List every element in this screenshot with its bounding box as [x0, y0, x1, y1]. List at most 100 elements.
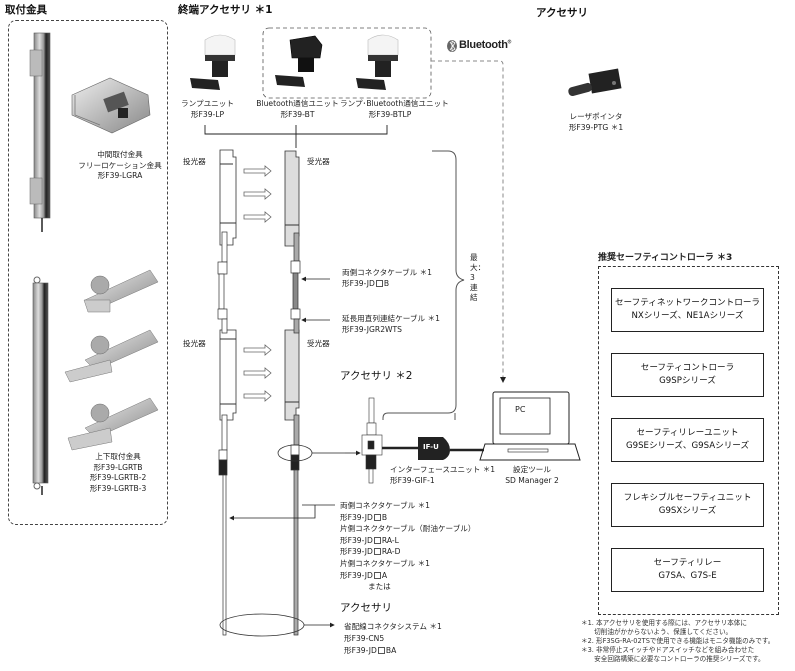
- mid-bracket-name: 中間取付金具: [97, 150, 143, 159]
- bluetooth-logo-text: Bluetooth®: [459, 39, 511, 51]
- receiver-label-lower: 受光器: [307, 339, 330, 348]
- bluetooth-link-line: [431, 60, 506, 383]
- top-bottom-bracket-illustrations: [64, 269, 159, 451]
- cable-line: 片側コネクタケーブル ＊1: [340, 558, 431, 568]
- controller-name: セーフティコントローラ: [640, 363, 735, 373]
- receiver-upper: [284, 150, 300, 247]
- interface-unit-illustration: [381, 437, 484, 460]
- both-side-cable-name: 両側コネクタケーブル ＊1: [342, 268, 433, 277]
- receiver-link-cable: [290, 232, 301, 334]
- laser-pointer-model: 形F39-PTG ＊1: [568, 122, 624, 132]
- model-prefix: 形F39-JD: [340, 512, 373, 522]
- cable-line: 形F39-JD B: [340, 512, 475, 524]
- top-bottom-bracket-caption: 上下取付金具 形F39-LGRTB 形F39-LGRTB-2 形F39-LGRT…: [68, 452, 168, 494]
- extension-cable-caption: 延長用直列連結ケーブル ＊1 形F39-JGR2WTS: [342, 314, 440, 335]
- placeholder-square: [373, 548, 381, 556]
- or-label: または: [368, 582, 391, 592]
- mounting-title: 取付金具: [5, 4, 47, 16]
- emitter-upper: [219, 149, 237, 246]
- placeholder-square: [373, 536, 381, 544]
- placeholder-square: [377, 647, 385, 654]
- bluetooth-unit-illustration: [275, 35, 323, 87]
- pc-label: PC: [515, 405, 526, 414]
- lamp-bt-unit-name: ランプ･Bluetooth通信ユニット: [340, 99, 449, 108]
- footnotes: ＊1. 本アクセサリを使用する際には、アクセサリ本体に 切削油がかからないよう、…: [581, 619, 774, 664]
- tb-bracket-name: 上下取付金具: [95, 452, 141, 461]
- max-chain-label: 最大：3連結: [470, 253, 486, 302]
- receiver-bottom-cable: [290, 414, 300, 636]
- light-curtain-bar-illustration: [29, 32, 51, 232]
- tb-bracket-model-1: 形F39-LGRTB: [93, 462, 143, 472]
- bluetooth-group-outline: [262, 27, 432, 99]
- bt-unit-model: 形F39-BT: [280, 109, 315, 119]
- controller-series: G9SPシリーズ: [659, 376, 716, 386]
- receiver-lower: [284, 329, 300, 421]
- controller-item: セーフティネットワークコントローラ NXシリーズ、NE1Aシリーズ: [611, 288, 764, 332]
- model-prefix: 形F39-JD: [340, 535, 373, 545]
- mounting-group: [8, 20, 168, 525]
- interface-unit-caption: インターフェースユニット ＊1 形F39-GIF-1: [390, 465, 495, 486]
- leader-line-bottom-cables: [230, 504, 335, 518]
- controller-name: セーフティリレーユニット: [636, 428, 739, 438]
- model-prefix: 形F39-JD: [340, 547, 373, 557]
- free-location-bracket-illustration: [71, 77, 151, 134]
- mid-bracket-model: 形F39-LGRA: [97, 171, 143, 180]
- controller-series: NXシリーズ、NE1Aシリーズ: [631, 311, 744, 321]
- pc-laptop-illustration: [479, 391, 581, 461]
- wiring-system-name: 省配線コネクタシステム ＊1: [344, 622, 442, 631]
- controller-series: G9SXシリーズ: [658, 506, 717, 516]
- bluetooth-trademark: ®: [507, 39, 512, 46]
- model-suffix: RA-L: [381, 535, 399, 545]
- lamp-unit-name: ランプユニット: [181, 99, 234, 108]
- controller-name: セーフティネットワークコントローラ: [614, 298, 761, 308]
- end-accessory-item: Bluetooth通信ユニット 形F39-BT: [250, 99, 345, 120]
- laser-pointer-illustration: [568, 68, 622, 97]
- model-prefix: 形F39-JD: [344, 646, 377, 655]
- footnote-line: 切削油がかからないよう、保護してください。: [581, 628, 733, 636]
- footnote-line: ＊2. 形F3SG-RA-02TSで使用できる機能はモニタ機能のみです。: [581, 637, 775, 645]
- model-suffix: B: [381, 512, 388, 522]
- mid-bracket-caption: 中間取付金具 フリーロケーション金具 形F39-LGRA: [70, 150, 170, 182]
- controller-item: セーフティコントローラ G9SPシリーズ: [611, 353, 764, 397]
- emitter-label-upper: 投光器: [183, 157, 206, 166]
- interface-unit-model: 形F39-GIF-1: [390, 475, 435, 485]
- light-curtain-bar-2-illustration: [32, 276, 49, 495]
- tool-name: 設定ツール: [513, 465, 551, 474]
- beam-arrows: [243, 165, 272, 402]
- lamp-unit-illustration: [190, 34, 236, 90]
- footnote-line: ＊3. 非常停止スイッチやドアスイッチなどを組み合わせた: [581, 646, 755, 654]
- end-accessory-connector-line: [204, 125, 388, 148]
- end-accessory-title: 終端アクセサリ ＊1: [178, 4, 273, 16]
- model-prefix: 形F39-JD: [340, 570, 373, 580]
- laser-pointer-caption: レーザポインタ 形F39-PTG ＊1: [540, 112, 652, 133]
- cable-line: 形F39-JD RA-L: [340, 535, 475, 547]
- model-suffix: A: [381, 570, 388, 580]
- model-suffix: RA-D: [381, 547, 401, 557]
- controllers-group: [598, 266, 779, 615]
- accessory2-title: アクセサリ ＊2: [340, 370, 413, 382]
- bluetooth-icon: [447, 40, 457, 52]
- footnote-line: ＊1. 本アクセサリを使用する際には、アクセサリ本体に: [581, 619, 747, 627]
- accessory-top-title: アクセサリ: [536, 7, 588, 19]
- placeholder-square: [373, 513, 381, 521]
- lamp-bluetooth-unit-illustration: [356, 34, 399, 90]
- bluetooth-label: Bluetooth: [459, 39, 508, 51]
- t-connector-illustration: [361, 397, 383, 484]
- receiver-label-upper: 受光器: [307, 157, 330, 166]
- end-accessory-item: ランプユニット 形F39-LP: [180, 99, 235, 120]
- ifu-label: IF-U: [423, 443, 439, 451]
- tool-model: SD Manager 2: [505, 475, 559, 485]
- cable-line: 片側コネクタケーブル（耐油ケーブル）: [340, 524, 476, 534]
- wiring-system-model-2: 形F39-JD BA: [344, 645, 442, 657]
- model-suffix: BA: [385, 646, 397, 655]
- tb-bracket-model-3: 形F39-LGRTB-3: [89, 483, 147, 493]
- tool-caption: 設定ツール SD Manager 2: [492, 465, 572, 486]
- bottom-cable-ellipse: [219, 613, 305, 637]
- extension-cable-model: 形F39-JGR2WTS: [342, 324, 402, 334]
